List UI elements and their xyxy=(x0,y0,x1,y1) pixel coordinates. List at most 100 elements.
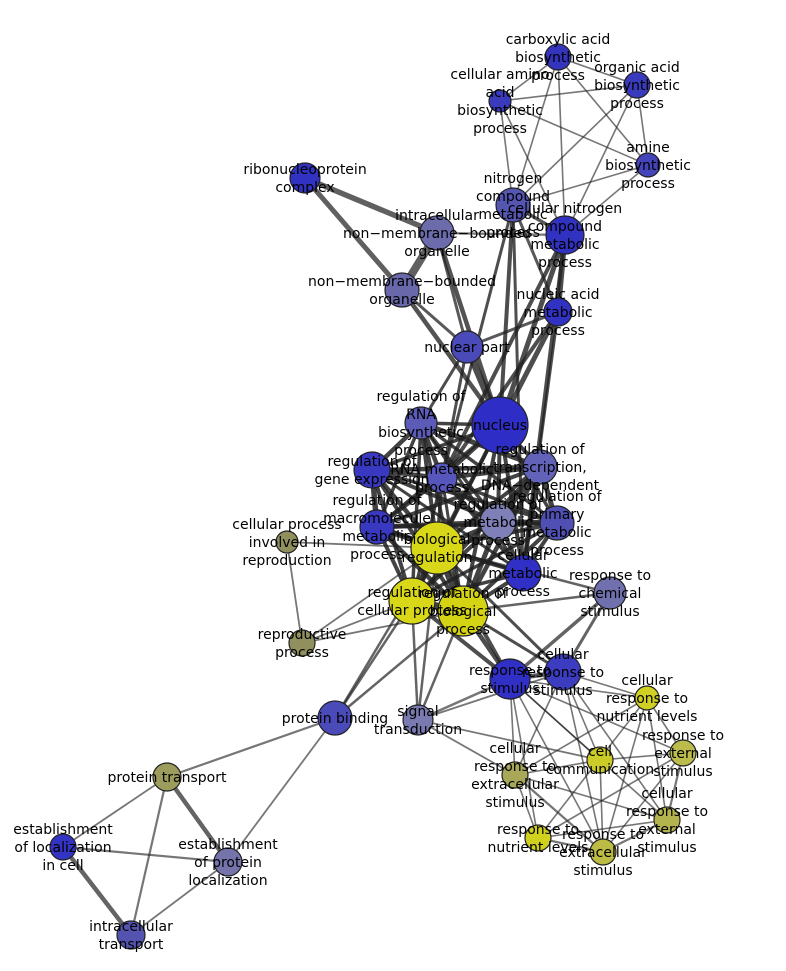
node-regrnabio[interactable] xyxy=(404,406,438,440)
node-nucleus[interactable] xyxy=(471,396,529,454)
edge-repro-bioreg xyxy=(301,547,438,644)
node-intraorg[interactable] xyxy=(419,215,455,251)
edge-celrespextra-celrespext xyxy=(514,774,668,821)
edge-celnitro-nucleus xyxy=(497,234,568,426)
node-nmborg[interactable] xyxy=(384,272,420,308)
edge-estloc-intratrans xyxy=(61,845,133,937)
edge-org-celnitro xyxy=(564,84,638,236)
node-org[interactable] xyxy=(623,71,651,99)
edge-amino-celnitro xyxy=(499,100,566,236)
nodes-layer xyxy=(49,43,697,950)
edge-respext-respnutr xyxy=(537,752,684,839)
node-amino[interactable] xyxy=(488,89,512,113)
node-signal[interactable] xyxy=(402,704,434,736)
node-respstim[interactable] xyxy=(489,658,531,700)
node-respnutr[interactable] xyxy=(524,824,552,852)
node-cellcomm[interactable] xyxy=(586,746,614,774)
edge-org-nitro xyxy=(512,84,638,206)
edge-cellcomm-respextra xyxy=(599,759,604,853)
edge-amino-amine xyxy=(499,100,649,166)
edge-ribo-intraorg xyxy=(303,175,439,236)
edge-celrespextra-respextra xyxy=(514,774,604,853)
node-nitro[interactable] xyxy=(495,187,531,223)
edge-carb-amine xyxy=(557,56,649,166)
node-ribo[interactable] xyxy=(289,162,321,194)
edge-org-amino xyxy=(499,84,638,102)
node-estloc[interactable] xyxy=(49,833,77,861)
node-respchem[interactable] xyxy=(593,576,627,610)
node-rnamet[interactable] xyxy=(426,462,458,494)
edge-intratrans-estprotloc xyxy=(130,861,229,936)
edge-prottrans-estprotloc xyxy=(165,775,230,864)
edge-cpir-repro xyxy=(286,541,303,644)
node-celrespnutr[interactable] xyxy=(634,685,660,711)
node-bioreg[interactable] xyxy=(410,521,464,575)
node-reggene[interactable] xyxy=(353,451,391,489)
edge-celrespstim-respextra xyxy=(562,671,604,853)
node-carb[interactable] xyxy=(544,43,572,71)
edge-respext-cellcomm xyxy=(599,752,684,761)
edge-pb-prottrans xyxy=(166,716,336,779)
node-nuclearpart[interactable] xyxy=(450,330,484,364)
node-prottrans[interactable] xyxy=(152,762,182,792)
node-cpir[interactable] xyxy=(275,530,299,554)
node-pb[interactable] xyxy=(317,700,353,736)
edge-respext-respextra xyxy=(602,752,684,853)
edge-celrespnutr-respextra xyxy=(602,697,648,853)
edge-carb-nitro xyxy=(512,56,559,206)
edge-celrespstim-bioreg xyxy=(435,546,565,674)
node-regmet[interactable] xyxy=(479,503,517,541)
node-celnitro[interactable] xyxy=(545,215,585,255)
node-celrespextra[interactable] xyxy=(501,761,529,789)
node-intratrans[interactable] xyxy=(116,920,146,950)
edge-estloc-estprotloc xyxy=(62,845,229,864)
edge-intraorg-nuclearpart xyxy=(435,232,469,348)
node-regcell[interactable] xyxy=(388,577,436,625)
node-repro[interactable] xyxy=(288,629,316,657)
node-respextra[interactable] xyxy=(589,838,617,866)
node-regprimary[interactable] xyxy=(539,505,575,541)
node-regtrans[interactable] xyxy=(522,449,558,485)
node-celrespstim[interactable] xyxy=(544,653,582,691)
edge-nitro-nucleus xyxy=(498,204,515,426)
node-nucleic[interactable] xyxy=(543,297,573,327)
edge-reggene-regmet xyxy=(371,468,499,524)
edge-ribo-nmborg xyxy=(303,176,404,292)
node-celmet[interactable] xyxy=(504,554,542,592)
node-estprotloc[interactable] xyxy=(213,847,243,877)
edge-carb-celnitro xyxy=(557,56,566,236)
label-nuclearpart: nuclear part xyxy=(424,340,510,356)
node-celrespext[interactable] xyxy=(653,806,681,834)
edge-respstim-celrespext xyxy=(509,678,668,821)
edge-nucleic-rnamet xyxy=(440,310,560,480)
node-respext[interactable] xyxy=(669,739,697,767)
edge-respchem-respstim xyxy=(508,591,612,681)
node-regbio[interactable] xyxy=(437,585,489,637)
node-regmacro[interactable] xyxy=(359,509,395,545)
node-amine[interactable] xyxy=(635,152,661,178)
